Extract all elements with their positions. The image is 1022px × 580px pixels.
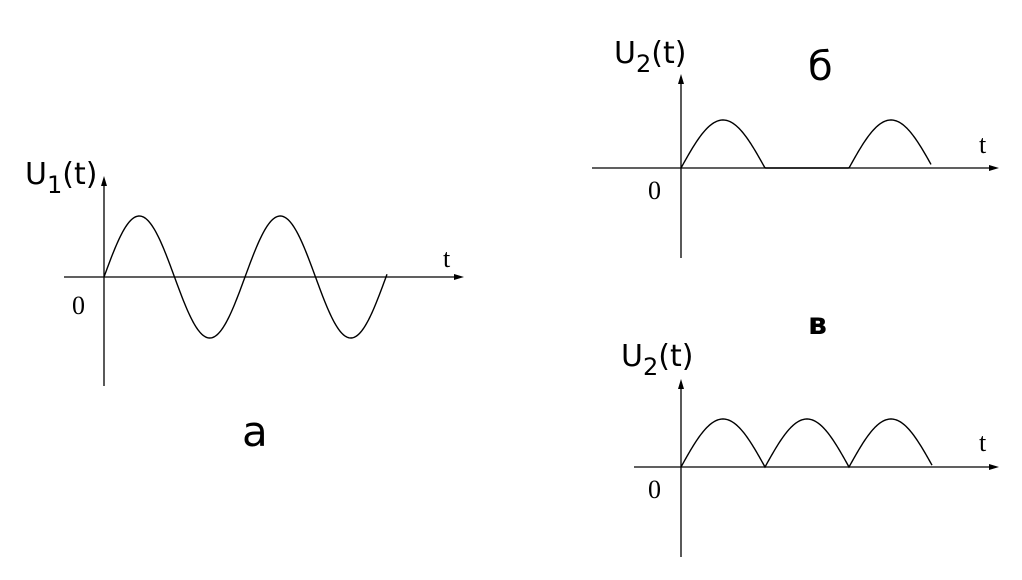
panel-b-x-arrowhead	[989, 165, 999, 171]
panel-c-x-label: t	[979, 428, 987, 457]
panel-a-sine-curve	[103, 215, 388, 339]
panel-a-x-arrowhead	[454, 274, 464, 280]
panel-c-caption: в	[808, 307, 827, 342]
panel-b-x-label: t	[979, 130, 987, 159]
panel-b-caption: б	[808, 44, 833, 90]
panel-a-x-label: t	[443, 244, 451, 273]
panel-a-origin-label: 0	[72, 291, 85, 320]
panel-b: U2(t) t 0 б	[592, 36, 999, 258]
panel-c-y-label: U2(t)	[621, 339, 693, 381]
panel-b-halfwave-curve	[680, 119, 932, 169]
panel-a-y-label: U1(t)	[25, 157, 97, 199]
panel-b-y-arrowhead	[678, 74, 684, 84]
panel-a-y-arrowhead	[101, 176, 107, 186]
panel-b-y-label: U2(t)	[614, 36, 686, 78]
panel-a: U1(t) t 0 a	[25, 157, 464, 456]
panel-c-x-arrowhead	[989, 464, 999, 470]
panel-b-origin-label: 0	[648, 176, 661, 205]
panel-c-origin-label: 0	[648, 475, 661, 504]
panel-c: U2(t) t 0 в	[621, 307, 999, 557]
panel-c-fullwave-curve	[680, 418, 933, 469]
panel-c-y-arrowhead	[678, 379, 684, 389]
panel-a-caption: a	[242, 407, 268, 456]
